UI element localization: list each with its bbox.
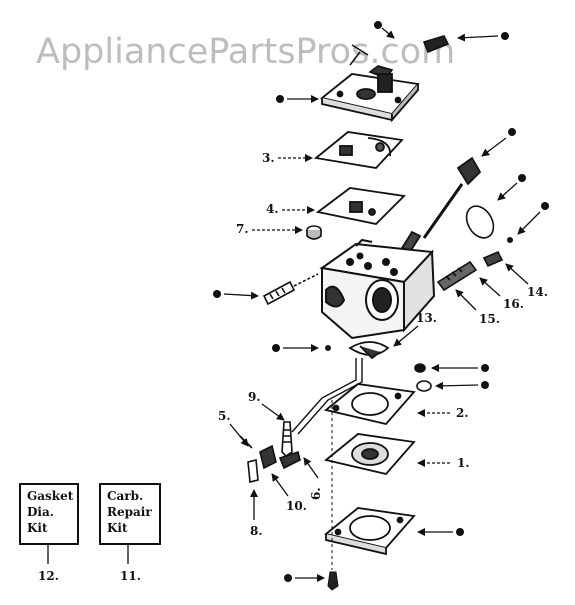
bullet-dot (374, 21, 382, 29)
kit-12-line3: Kit (27, 521, 48, 535)
leader-arrow (435, 381, 479, 390)
callout-3: 3. (262, 151, 275, 165)
small-ball (325, 345, 331, 351)
throttle-shaft (348, 341, 390, 360)
callout-9: 9. (248, 390, 261, 404)
leader-arrow (229, 423, 249, 447)
callout-10: 10. (286, 499, 307, 513)
leader-arrow (479, 277, 501, 297)
callout-11: 11. (120, 569, 141, 583)
callout-16: 16. (503, 297, 524, 311)
callout-15: 15. (479, 312, 500, 326)
watermark-text: AppliancePartsPros.com (36, 32, 455, 72)
metering-lever-parts (239, 421, 301, 484)
leader-arrow (455, 289, 477, 311)
callout-13: 13. (416, 311, 437, 325)
bullet-dot (508, 128, 516, 136)
idle-screw-spring (262, 273, 319, 306)
metering-gasket (324, 383, 416, 425)
inlet-needle-lever (400, 156, 482, 254)
bullet-dot (481, 364, 489, 372)
leader-arrow (381, 27, 395, 39)
kit-11-line1: Carb. (107, 489, 143, 503)
bullet-dot (456, 528, 464, 536)
leader-arrow (261, 403, 285, 421)
leader-arrow (457, 33, 499, 42)
kit-12-line1: Gasket (27, 489, 74, 503)
callout-14: 14. (527, 285, 548, 299)
leader-arrow (393, 325, 419, 347)
leader-arrow (497, 182, 518, 201)
top-cover-plate (319, 73, 420, 123)
bullet-dot (284, 574, 292, 582)
callout-8: 8. (250, 524, 263, 538)
fuel-inlet-parts (414, 363, 432, 392)
leader-arrow (517, 211, 541, 235)
throttle-link-wire (291, 358, 357, 433)
bullet-dot (213, 290, 221, 298)
throttle-link-wire (297, 358, 363, 435)
pump-diaphragm (313, 131, 404, 169)
bullet-dot (272, 344, 280, 352)
bullet-dot (541, 202, 549, 210)
metering-disc (465, 205, 495, 239)
carb-repair-kit: Carb. Repair Kit 11. (99, 483, 161, 583)
leader-arrow (505, 263, 529, 285)
carburetor-body (319, 238, 436, 340)
bullet-dot (481, 381, 489, 389)
kit-12-line2: Dia. (27, 505, 54, 519)
kit-11-line2: Repair (107, 505, 152, 519)
bullet-dot (518, 174, 526, 182)
callout-4: 4. (266, 202, 279, 216)
leader-arrow (223, 291, 259, 300)
small-ball (507, 237, 513, 243)
leader-arrow (303, 457, 319, 479)
cover-screw (327, 571, 339, 591)
kit-11-line3: Kit (107, 521, 128, 535)
leader-arrow (481, 137, 507, 157)
metering-diaphragm (324, 433, 416, 475)
callout-1: 1. (457, 456, 470, 470)
pump-gasket (315, 187, 406, 225)
mixture-screws (436, 250, 504, 292)
callout-12: 12. (38, 569, 59, 583)
callout-5: 5. (218, 409, 231, 423)
gasket-diaphragm-kit: Gasket Dia. Kit 12. (19, 483, 79, 583)
callout-6: 6. (309, 487, 323, 500)
bottom-cover (324, 507, 416, 556)
welch-plug (306, 225, 322, 240)
bullet-dot (276, 95, 284, 103)
bullet-dot (501, 32, 509, 40)
callout-7: 7. (236, 222, 249, 236)
callout-2: 2. (456, 406, 469, 420)
leader-arrow (271, 473, 289, 497)
